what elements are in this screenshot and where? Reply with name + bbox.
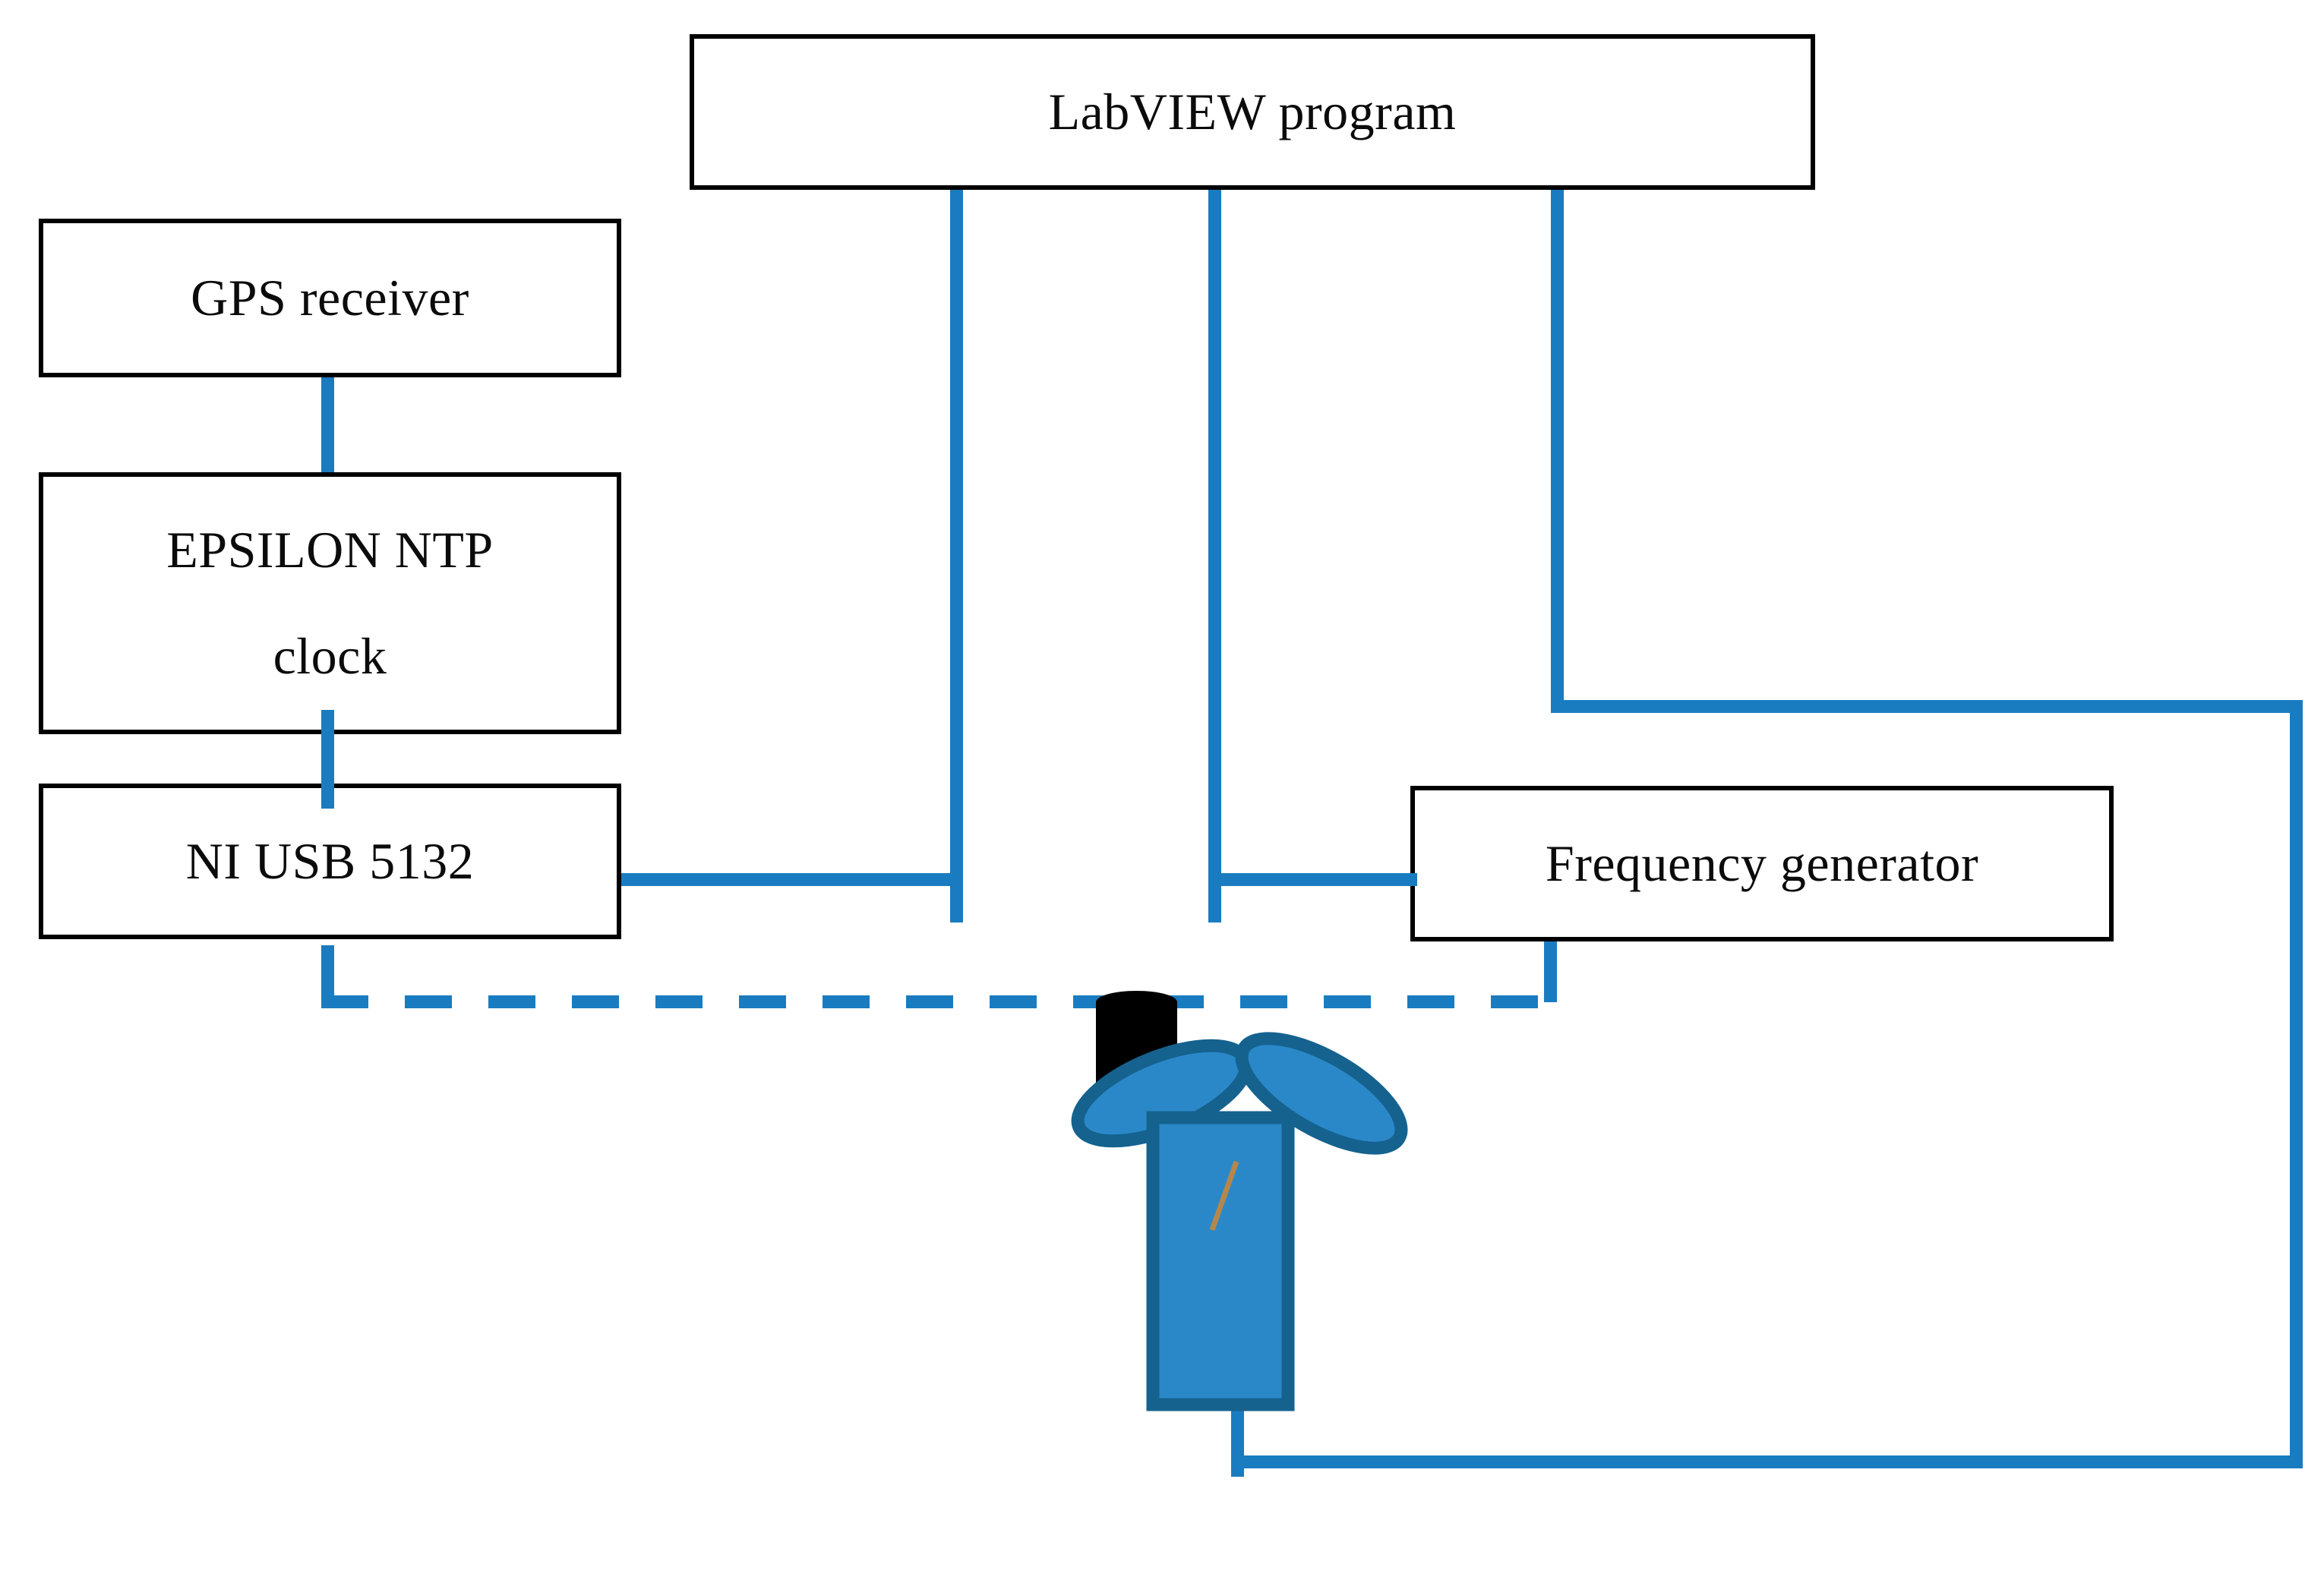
wire-frequency-generator-drop xyxy=(1544,941,1557,1002)
sensor-vane-right-icon xyxy=(1235,1032,1408,1155)
dashed-signal-link xyxy=(321,995,1546,1008)
node-label: GPS receiver xyxy=(191,268,469,326)
sensor-body-icon xyxy=(1146,1111,1295,1411)
node-frequency-generator[interactable]: Frequency generator xyxy=(1410,786,2114,941)
wire-labview-right-drop xyxy=(1551,190,1564,712)
node-label-line-1: EPSILON NTP xyxy=(166,521,494,579)
wire-labview-mid-to-frequency-generator xyxy=(1208,873,1417,886)
wire-bottom-run xyxy=(1231,1455,2303,1468)
node-label-line-2: clock xyxy=(273,626,387,685)
dashed-link-riser xyxy=(321,945,334,1002)
node-label: LabVIEW program xyxy=(1048,82,1457,140)
sensor-needle-icon xyxy=(1209,1160,1239,1232)
node-labview-program[interactable]: LabVIEW program xyxy=(690,34,1815,190)
wire-labview-right-run xyxy=(1551,700,2303,713)
wire-labview-left-drop xyxy=(950,190,963,922)
anemometer-sensor-icon xyxy=(1063,979,1428,1481)
node-label: Frequency generator xyxy=(1545,834,1979,892)
node-gps-receiver[interactable]: GPS receiver xyxy=(39,219,621,377)
wire-right-rail xyxy=(2290,700,2303,1467)
wire-labview-mid-drop xyxy=(1208,190,1221,922)
wire-gps-to-epsilon xyxy=(321,377,334,472)
wire-epsilon-to-niusb xyxy=(321,710,334,809)
node-ni-usb-5132[interactable]: NI USB 5132 xyxy=(39,784,621,939)
wire-niusb-to-labview-left xyxy=(621,873,963,886)
node-epsilon-ntp-clock[interactable]: EPSILON NTP clock xyxy=(39,472,621,734)
node-label: NI USB 5132 xyxy=(185,831,475,890)
